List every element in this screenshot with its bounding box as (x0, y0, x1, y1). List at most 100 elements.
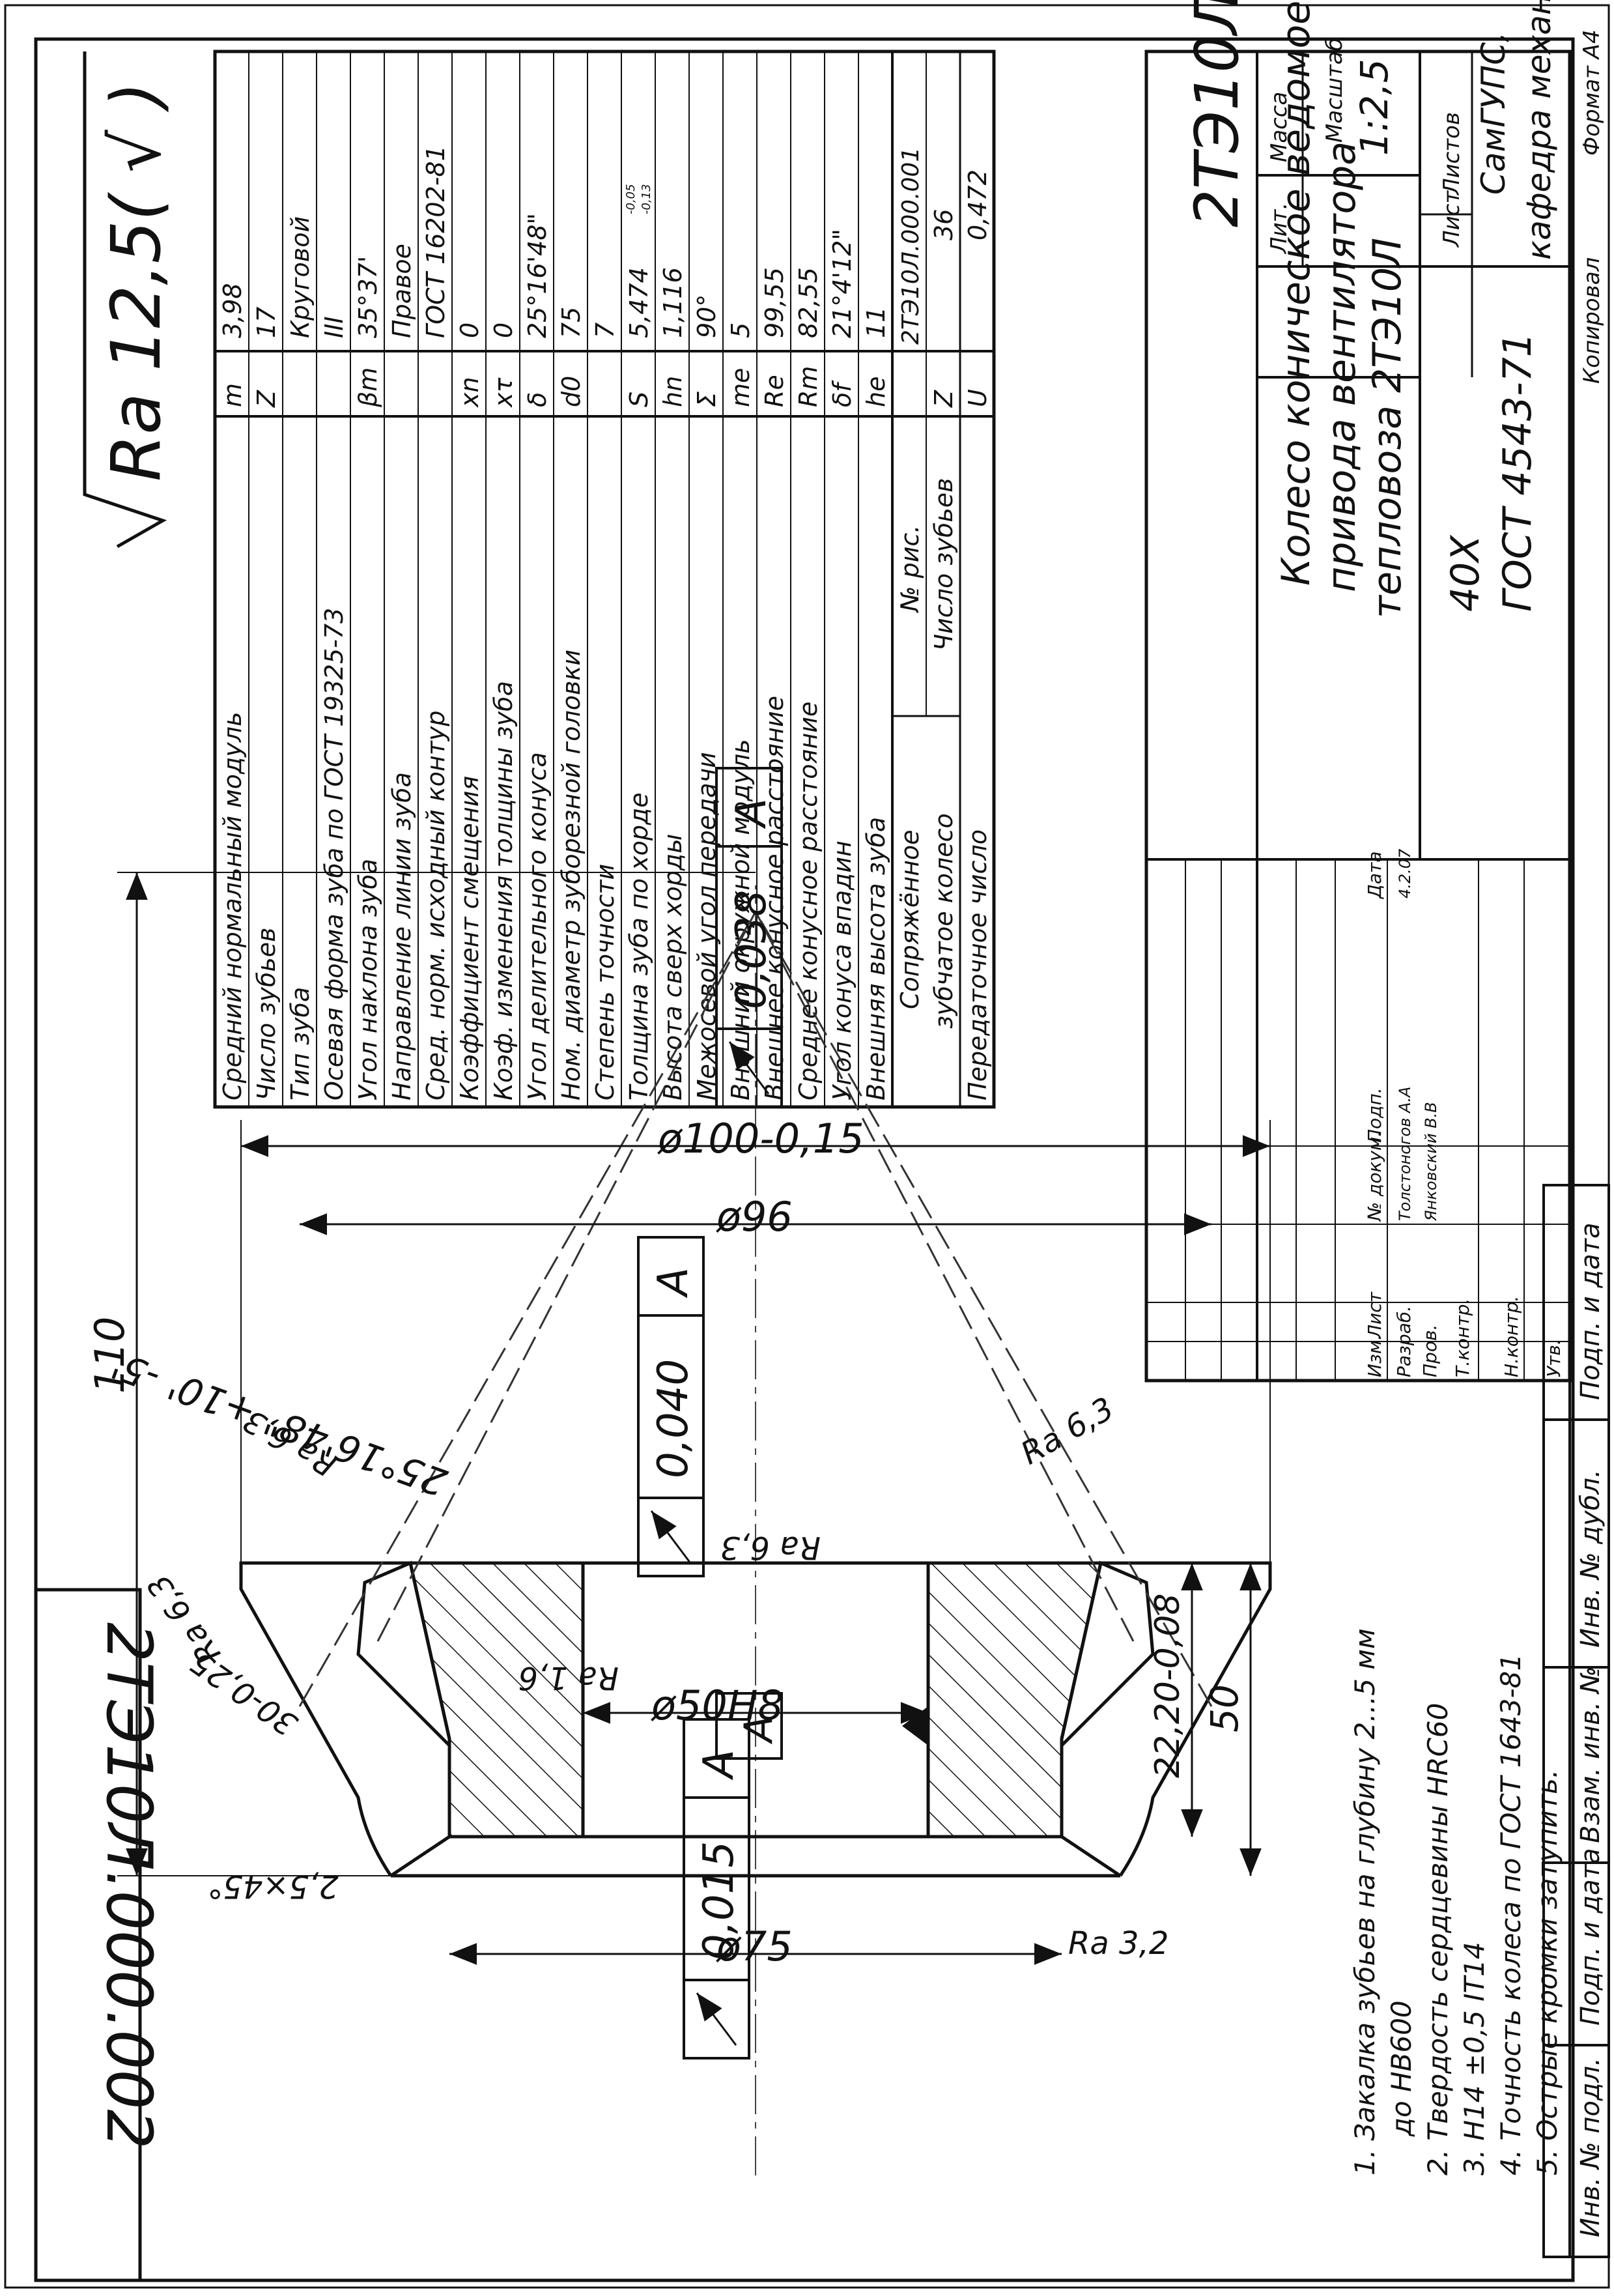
mating-teeth-symbol: Z (929, 390, 958, 408)
side-field-3: Подп. и дата (1576, 1848, 1606, 2026)
param-tol-upper-12: -0,05 (624, 184, 638, 214)
outer-contour-upper (239, 1561, 410, 1877)
outer-contour-lower (1101, 1561, 1272, 1877)
dim-chamfer: 2,5×45° (207, 1868, 339, 1904)
param-symbol-4: βm (354, 367, 382, 408)
param-symbol-15: me (726, 368, 755, 407)
note-0: 1. Закалка зубьев на глубину 2...5 мм (1349, 1628, 1381, 2175)
param-name-0: Средний нормальный модуль (218, 712, 247, 1100)
mating-ris-value: 2ТЭ10Л.000.001 (898, 147, 924, 345)
dim-h110: 110 (86, 1317, 134, 1394)
tb-name-1: Колесо коническое ведомое (1273, 1, 1319, 586)
roughness-ra32: Ra 3,2 (1068, 1925, 1168, 1962)
side-field-4: Инв. № подл. (1576, 2058, 1606, 2237)
sheet-border (4, 4, 1610, 2289)
tolerance-base-1: A (649, 1267, 698, 1299)
param-symbol-18: δf (828, 380, 857, 407)
corner-stamp-number: 2ТЭ10Л.000.002 (92, 1622, 165, 2149)
param-tol-lower-12: -0,13 (640, 184, 653, 214)
param-name-3: Осевая форма зуба по ГОСТ 19325-73 (320, 608, 348, 1100)
tolerance-value-1: 0,040 (649, 1359, 698, 1478)
param-symbol-8: xτ (489, 377, 518, 408)
drawing-frame (34, 37, 1575, 2282)
param-value-7: 0 (455, 323, 484, 338)
mating-label-2: зубчатое колесо (929, 813, 958, 1029)
param-name-9: Угол делительного конуса (523, 752, 552, 1100)
tb-doc-number: 2ТЭ10Л.000.002 (1182, 0, 1252, 227)
param-symbol-10: d0 (557, 376, 586, 407)
dim-d100: ø100-0,15 (657, 1115, 864, 1162)
rotated-drawing: Ra 12,5 ( √ ) Средний нормальный модульm… (83, 0, 1610, 2258)
mating-teeth-value: 36 (929, 209, 958, 240)
tb-format: Формат А4 (1579, 29, 1605, 156)
tolerance-value-0: 0,038 (728, 890, 776, 1009)
param-value-8: 0 (489, 323, 518, 338)
tooth-lower (1060, 1560, 1155, 1750)
root-cone-lower (754, 911, 1135, 1642)
param-value-19: 11 (862, 307, 890, 338)
param-name-11: Степень точности (591, 864, 619, 1100)
param-symbol-7: xn (455, 377, 484, 408)
param-symbol-14: Σ (692, 392, 721, 407)
param-name-4: Угол наклона зуба (354, 859, 382, 1100)
tb-org-2: кафедра механики (1520, 0, 1558, 260)
param-symbol-1: Z (252, 390, 281, 408)
param-value-11: 7 (591, 323, 619, 338)
tb-r-nkontr: Н.контр. (1501, 1296, 1522, 1377)
general-roughness-bracket: ( √ ) (96, 81, 176, 221)
tb-scale: 1:2,5 (1352, 59, 1396, 156)
param-name-19: Внешняя высота зуба (862, 817, 890, 1100)
tb-org-1: СамГУПС, (1475, 32, 1512, 195)
param-value-5: Правое (388, 244, 416, 338)
roughness-ra16: Ra 1,6 (518, 1659, 619, 1696)
param-value-15: 5 (726, 323, 755, 338)
tooth-upper (356, 1560, 451, 1750)
param-value-4: 35°37' (354, 256, 382, 338)
pitch-cone-lower (754, 911, 1213, 1707)
tolerance-frame-0: 0,038 A (715, 767, 783, 1108)
tolerance-frame-1: 0,040 A (637, 1236, 705, 1577)
title-block: 2ТЭ10Л.000.002 Колесо коническое ведомое… (1144, 0, 1605, 1383)
param-value-17: 82,55 (794, 267, 823, 338)
param-name-18: Угол конуса впадин (828, 840, 857, 1100)
param-name-5: Направление линии зуба (388, 772, 416, 1100)
param-value-12: 5,474 (625, 267, 653, 338)
tb-h-podp: Подп. (1364, 1087, 1385, 1143)
param-value-10: 75 (557, 307, 586, 338)
tb-r-razrab: Разраб. (1393, 1306, 1415, 1377)
tb-n-razrab: Толстоногов А.А (1396, 1087, 1414, 1221)
param-name-7: Коэффициент смещения (455, 776, 484, 1100)
param-name-2: Тип зуба (286, 987, 315, 1100)
tb-listov: Листов (1439, 112, 1465, 196)
side-field-1: Инв. № дубл. (1576, 1469, 1606, 1648)
ratio-value: 0,472 (963, 169, 992, 240)
tb-list: Лист (1439, 190, 1465, 248)
param-value-0: 3,98 (218, 283, 247, 338)
param-symbol-0: m (218, 383, 247, 407)
param-symbol-17: Rm (794, 366, 823, 407)
tb-material-1: 40Х (1443, 534, 1488, 612)
param-value-9: 25°16'48" (523, 213, 552, 338)
tb-r-utv: Утв. (1543, 1339, 1564, 1377)
param-value-6: ГОСТ 16202-81 (421, 145, 450, 338)
param-value-3: III (320, 316, 348, 338)
dim-w22: 22,20-0,08 (1148, 1594, 1187, 1778)
param-value-18: 21°4'12" (828, 229, 857, 338)
note-5: 5. Острые кромки затупить. (1531, 1770, 1563, 2175)
mating-label-1: Сопряжённое (896, 829, 924, 1009)
param-name-16: Внешнее конусное расстояние (760, 696, 789, 1100)
tb-col-massa: Масса (1266, 92, 1292, 162)
mating-col-ris: № рис. (896, 525, 924, 613)
param-value-14: 90° (692, 294, 721, 338)
param-value-16: 99,55 (760, 267, 789, 338)
tolerance-base-0: A (728, 798, 776, 829)
param-name-12: Толщина зуба по хорде (625, 792, 653, 1100)
param-name-10: Ном. диаметр зуборезной головки (557, 650, 586, 1100)
mating-col-teeth: Число зубьев (929, 478, 958, 651)
corner-stamp-group: 2ТЭ10Л.000.002 (34, 1588, 165, 2282)
param-value-13: 1,116 (658, 267, 687, 338)
